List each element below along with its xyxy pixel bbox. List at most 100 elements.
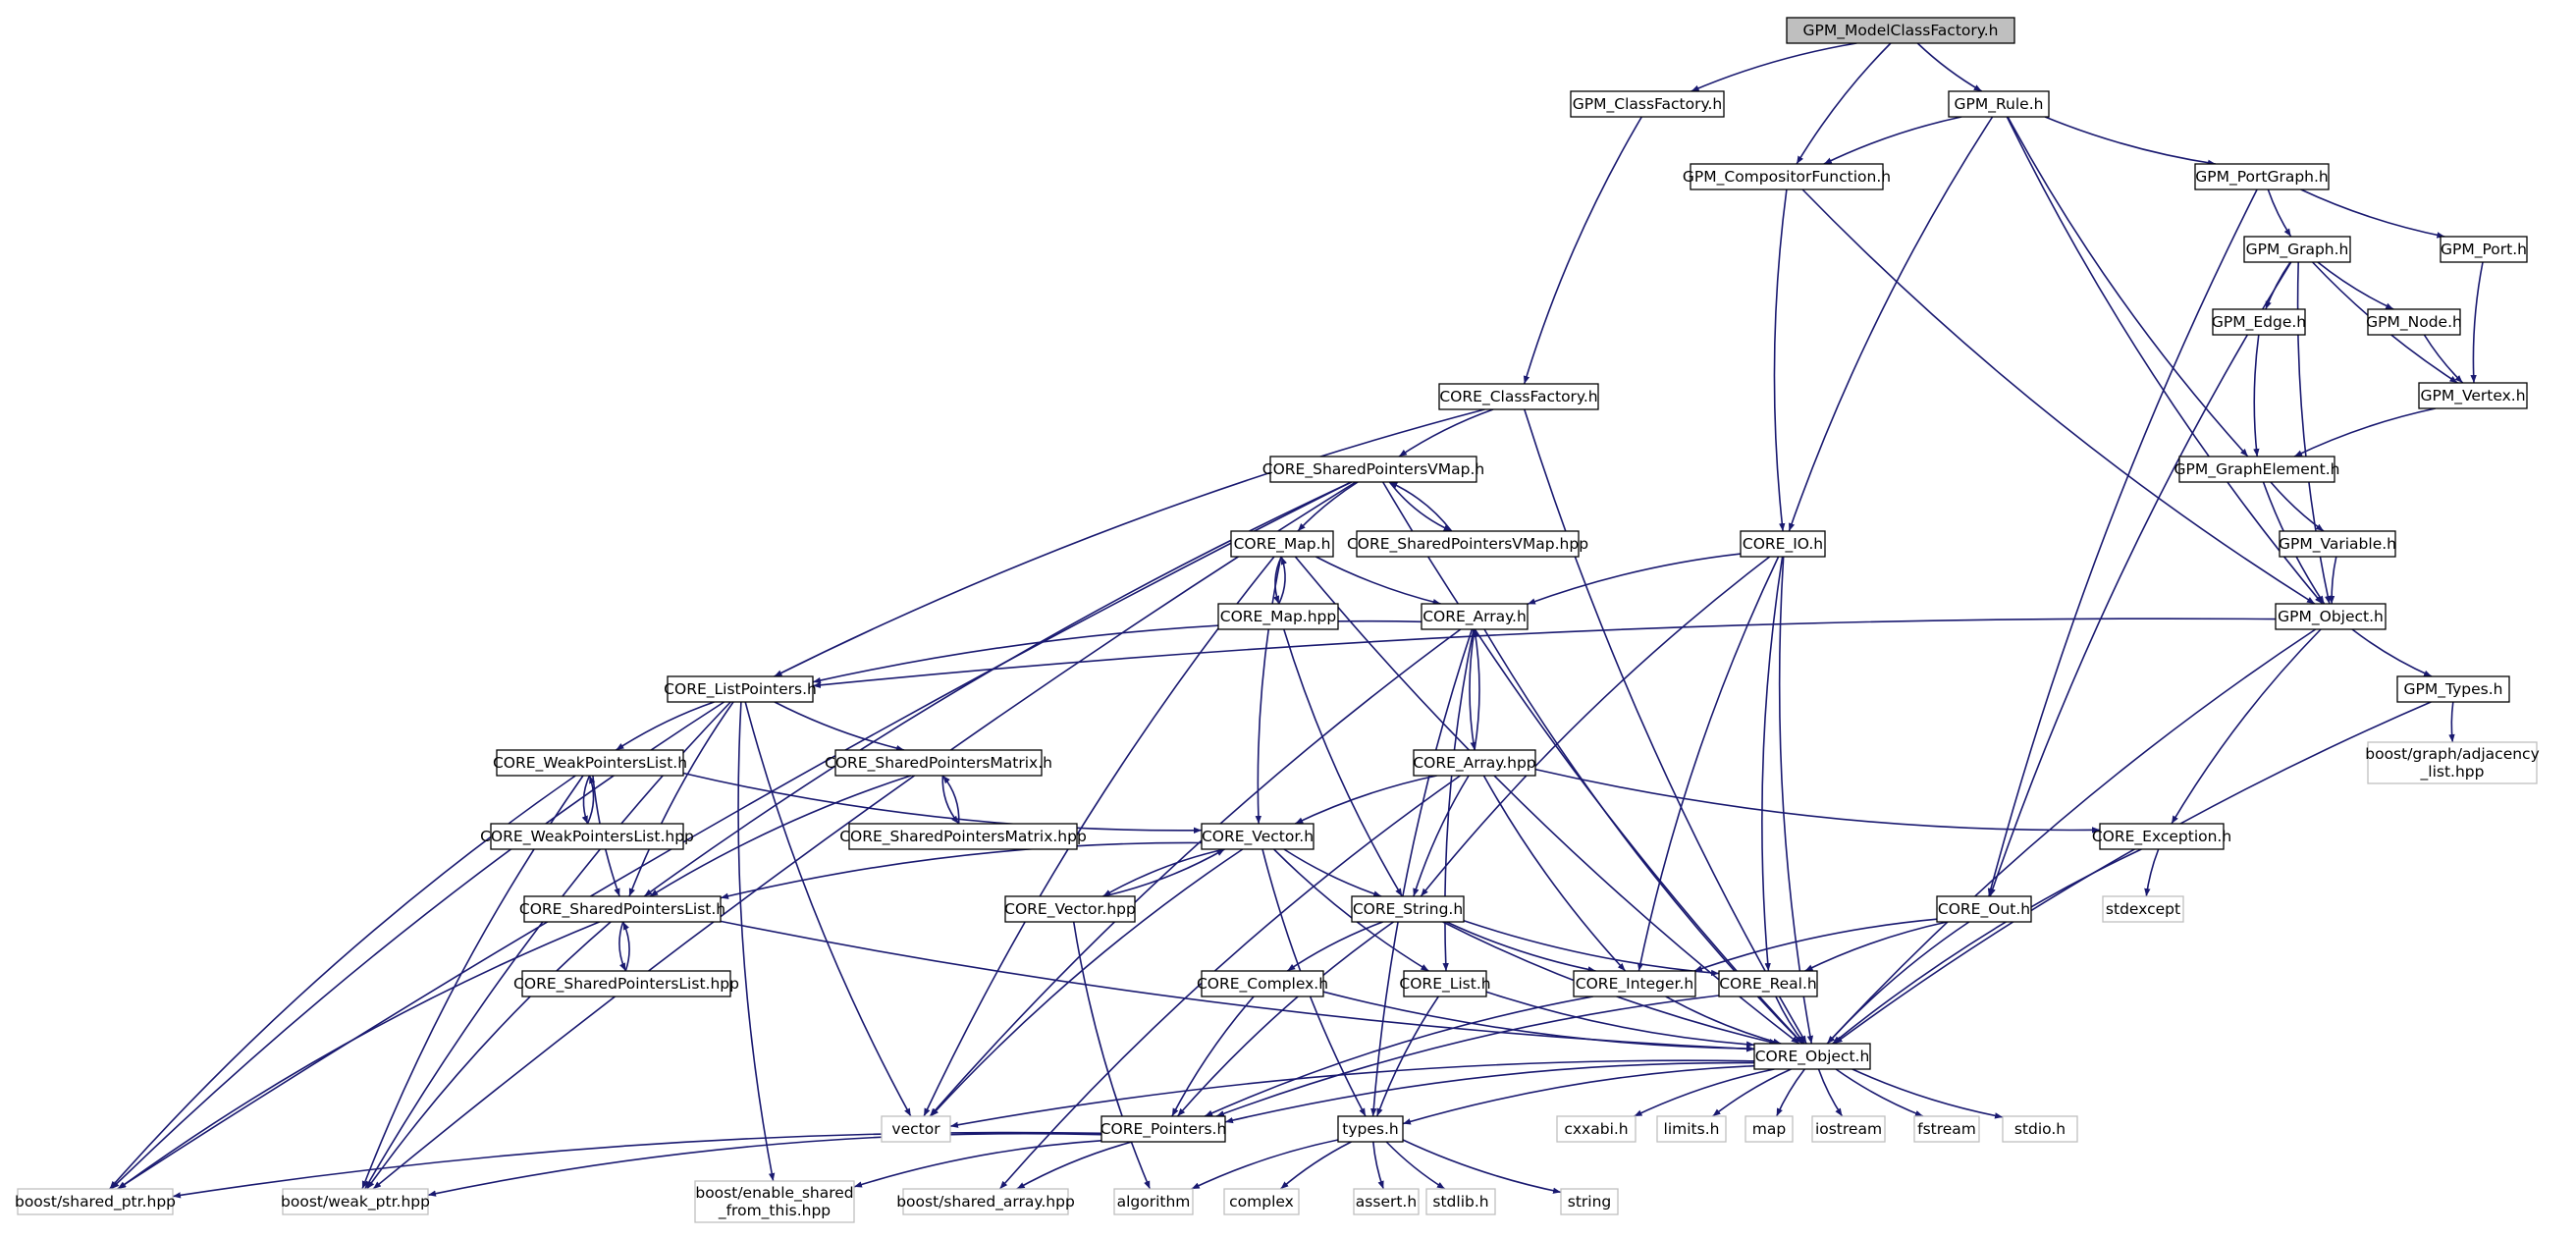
node-box-gpm_port[interactable] (2440, 236, 2528, 263)
node-box-stdexcept[interactable] (2102, 895, 2184, 923)
node-core_spl[interactable]: CORE_SharedPointersList.h (519, 895, 725, 923)
node-box-core_string[interactable] (1351, 895, 1465, 923)
node-box-stdlib[interactable] (1425, 1188, 1496, 1215)
node-box-stdio[interactable] (2002, 1115, 2078, 1143)
node-box-gpm_object[interactable] (2275, 603, 2387, 630)
node-boost_adj[interactable]: boost/graph/adjacency_list.hpp (2365, 741, 2540, 784)
node-box-gpm_graph[interactable] (2243, 236, 2351, 263)
node-box-cxxabi[interactable] (1556, 1115, 1637, 1143)
node-types_h[interactable]: types.h (1337, 1115, 1404, 1143)
node-box-gpm_variable[interactable] (2279, 530, 2396, 558)
node-core_classfactory[interactable]: CORE_ClassFactory.h (1438, 383, 1599, 410)
node-core_vector_hpp[interactable]: CORE_Vector.hpp (1004, 895, 1136, 923)
node-core_out[interactable]: CORE_Out.h (1936, 895, 2032, 923)
node-core_wpl[interactable]: CORE_WeakPointersList.h (493, 749, 687, 777)
node-box-string[interactable] (1560, 1188, 1619, 1215)
node-box-core_io[interactable] (1740, 530, 1826, 558)
node-gpm_node[interactable]: GPM_Node.h (2366, 308, 2462, 336)
node-box-core_real[interactable] (1718, 970, 1818, 997)
node-box-gpm_graphelement[interactable] (2178, 456, 2335, 483)
node-core_spvmap[interactable]: CORE_SharedPointersVMap.h (1262, 456, 1484, 483)
node-box-core_spvmap[interactable] (1269, 456, 1477, 483)
node-core_io[interactable]: CORE_IO.h (1740, 530, 1826, 558)
node-box-complex[interactable] (1223, 1188, 1300, 1215)
node-box-core_map_hpp[interactable] (1217, 603, 1339, 630)
node-gpm_vertex[interactable]: GPM_Vertex.h (2418, 382, 2528, 409)
node-gpm_object[interactable]: GPM_Object.h (2275, 603, 2387, 630)
node-core_real[interactable]: CORE_Real.h (1718, 970, 1818, 997)
node-core_vector[interactable]: CORE_Vector.h (1201, 823, 1315, 850)
node-core_list[interactable]: CORE_List.h (1399, 970, 1491, 997)
node-box-boost_shared_array[interactable] (902, 1188, 1069, 1215)
node-box-core_classfactory[interactable] (1438, 383, 1599, 410)
node-box-iostream[interactable] (1811, 1115, 1886, 1143)
node-box-boost_shared_ptr[interactable] (17, 1188, 174, 1215)
node-gpm_types[interactable]: GPM_Types.h (2396, 675, 2510, 703)
node-stdlib[interactable]: stdlib.h (1425, 1188, 1496, 1215)
node-box-core_object[interactable] (1753, 1043, 1871, 1070)
node-core_spmatrix_hpp[interactable]: CORE_SharedPointersMatrix.hpp (839, 823, 1087, 850)
node-fstream[interactable]: fstream (1913, 1115, 1980, 1143)
node-box-gpm_types[interactable] (2396, 675, 2510, 703)
node-core_object[interactable]: CORE_Object.h (1753, 1043, 1871, 1070)
node-box-boost_adj[interactable] (2367, 741, 2538, 784)
node-core_array_hpp[interactable]: CORE_Array.hpp (1413, 749, 1536, 777)
node-box-map[interactable] (1744, 1115, 1794, 1143)
node-gpm_compositor[interactable]: GPM_CompositorFunction.h (1683, 163, 1891, 190)
node-box-core_wpl_hpp[interactable] (490, 823, 684, 850)
node-box-core_vector_hpp[interactable] (1004, 895, 1136, 923)
node-box-core_array[interactable] (1421, 603, 1529, 630)
node-box-types_h[interactable] (1337, 1115, 1404, 1143)
node-core_map_hpp[interactable]: CORE_Map.hpp (1217, 603, 1339, 630)
node-box-core_complex[interactable] (1201, 970, 1324, 997)
node-box-core_vector[interactable] (1201, 823, 1315, 850)
node-stdexcept[interactable]: stdexcept (2102, 895, 2184, 923)
node-box-gpm_edge[interactable] (2212, 308, 2306, 336)
node-box-gpm_portgraph[interactable] (2194, 163, 2330, 190)
node-core_pointers[interactable]: CORE_Pointers.h (1100, 1115, 1227, 1143)
node-core_spvmap_hpp[interactable]: CORE_SharedPointersVMap.hpp (1347, 530, 1588, 558)
node-boost_shared_ptr[interactable]: boost/shared_ptr.hpp (15, 1188, 176, 1215)
node-boost_weak_ptr[interactable]: boost/weak_ptr.hpp (281, 1188, 430, 1215)
node-box-root[interactable] (1786, 17, 2015, 44)
node-box-core_map[interactable] (1230, 530, 1334, 558)
node-box-fstream[interactable] (1913, 1115, 1980, 1143)
node-box-core_out[interactable] (1936, 895, 2032, 923)
node-vector[interactable]: vector (881, 1115, 951, 1143)
node-core_exception[interactable]: CORE_Exception.h (2092, 823, 2231, 850)
node-gpm_classfactory[interactable]: GPM_ClassFactory.h (1570, 90, 1725, 118)
node-box-assert[interactable] (1353, 1188, 1420, 1215)
node-core_complex[interactable]: CORE_Complex.h (1197, 970, 1328, 997)
node-assert[interactable]: assert.h (1353, 1188, 1420, 1215)
node-gpm_rule[interactable]: GPM_Rule.h (1948, 90, 2050, 118)
node-core_spmatrix[interactable]: CORE_SharedPointersMatrix.h (825, 749, 1052, 777)
node-stdio[interactable]: stdio.h (2002, 1115, 2078, 1143)
node-gpm_graphelement[interactable]: GPM_GraphElement.h (2174, 456, 2340, 483)
node-string[interactable]: string (1560, 1188, 1619, 1215)
node-box-core_wpl[interactable] (496, 749, 684, 777)
node-box-core_spvmap_hpp[interactable] (1356, 530, 1580, 558)
node-gpm_portgraph[interactable]: GPM_PortGraph.h (2194, 163, 2330, 190)
node-box-gpm_vertex[interactable] (2418, 382, 2528, 409)
node-complex[interactable]: complex (1223, 1188, 1300, 1215)
node-map[interactable]: map (1744, 1115, 1794, 1143)
node-box-core_pointers[interactable] (1100, 1115, 1226, 1143)
node-box-core_array_hpp[interactable] (1413, 749, 1536, 777)
node-core_wpl_hpp[interactable]: CORE_WeakPointersList.hpp (480, 823, 694, 850)
node-core_listpointers[interactable]: CORE_ListPointers.h (664, 675, 817, 703)
node-gpm_edge[interactable]: GPM_Edge.h (2212, 308, 2306, 336)
node-core_map[interactable]: CORE_Map.h (1230, 530, 1334, 558)
node-core_integer[interactable]: CORE_Integer.h (1573, 970, 1696, 997)
node-gpm_graph[interactable]: GPM_Graph.h (2243, 236, 2351, 263)
node-box-core_exception[interactable] (2099, 823, 2225, 850)
node-root[interactable]: GPM_ModelClassFactory.h (1786, 17, 2015, 44)
node-box-vector[interactable] (881, 1115, 951, 1143)
node-core_string[interactable]: CORE_String.h (1351, 895, 1465, 923)
node-boost_enable_shared[interactable]: boost/enable_shared_from_this.hpp (694, 1180, 855, 1223)
node-gpm_variable[interactable]: GPM_Variable.h (2279, 530, 2396, 558)
node-box-core_spmatrix_hpp[interactable] (848, 823, 1078, 850)
node-box-core_spl[interactable] (523, 895, 722, 923)
node-box-boost_weak_ptr[interactable] (282, 1188, 429, 1215)
node-core_array[interactable]: CORE_Array.h (1421, 603, 1529, 630)
node-box-core_listpointers[interactable] (667, 675, 814, 703)
